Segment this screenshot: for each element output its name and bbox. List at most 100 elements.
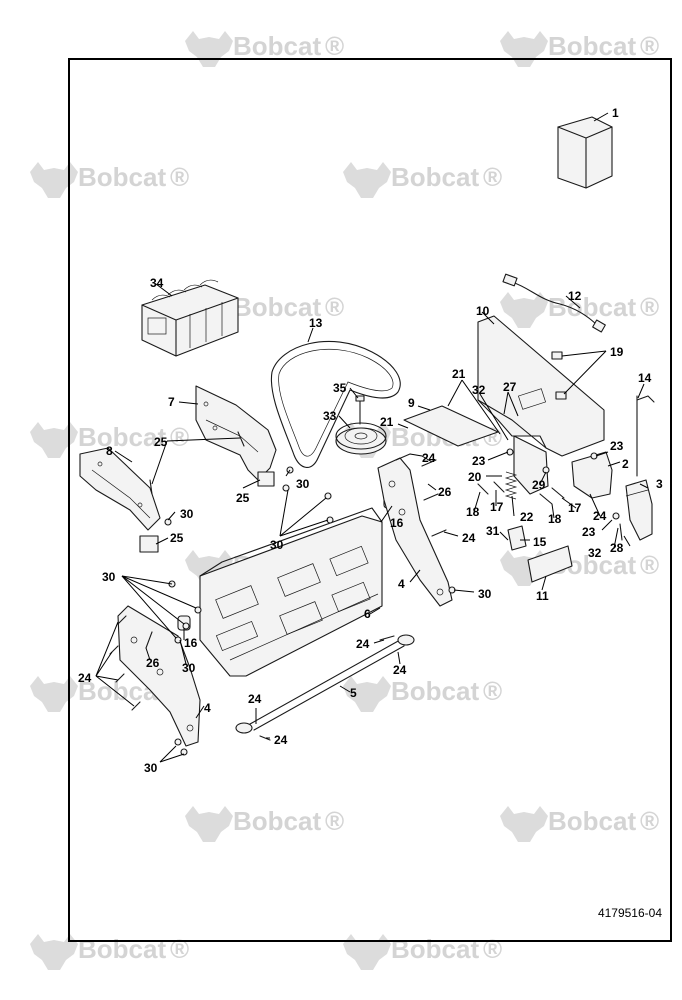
- callout-34: 34: [150, 276, 164, 290]
- callout-23c: 23: [582, 525, 596, 539]
- part-8-bracket: [79, 447, 161, 553]
- callout-2: 2: [622, 457, 629, 471]
- callout-26a: 26: [146, 656, 160, 670]
- callout-3: 3: [656, 477, 663, 491]
- callout-22: 22: [520, 510, 534, 524]
- part-34-weight-block: [141, 279, 239, 357]
- callout-26b: 26: [438, 485, 452, 499]
- part-6-frame-panel: [199, 507, 383, 677]
- part-33-pulley: [335, 422, 387, 455]
- watermark-logo: Bobcat®: [343, 676, 502, 712]
- part-10-housing: [477, 315, 613, 499]
- part-11-guard: [527, 545, 573, 583]
- watermark-logo: Bobcat®: [343, 162, 502, 198]
- callout-7: 7: [168, 395, 175, 409]
- bobcat-head-icon: [500, 292, 548, 328]
- part-4-side-plate-right: [377, 457, 453, 607]
- part-5-axle: [235, 634, 415, 734]
- watermark-text: Bobcat: [548, 806, 636, 836]
- watermark-text: Bobcat: [391, 162, 479, 192]
- callout-24g: 24: [274, 733, 288, 747]
- bobcat-head-icon: [500, 31, 548, 67]
- bobcat-head-icon: [500, 806, 548, 842]
- watermark-registered-mark: ®: [640, 31, 659, 61]
- callout-35: 35: [333, 381, 347, 395]
- watermark-registered-mark: ®: [325, 31, 344, 61]
- callout-17b: 17: [568, 501, 582, 515]
- watermark-registered-mark: ®: [170, 162, 189, 192]
- callout-6: 6: [364, 607, 371, 621]
- bobcat-head-icon: [30, 934, 78, 970]
- callout-11: 11: [536, 589, 549, 603]
- leader-lines: [95, 112, 649, 763]
- watermark-logo: Bobcat®: [30, 934, 189, 970]
- callout-13: 13: [309, 316, 323, 330]
- watermark-logo: Bobcat®: [500, 550, 659, 586]
- watermark-text: Bobcat: [548, 292, 636, 322]
- document-number: 4179516-04: [598, 906, 662, 920]
- part-1-kit-box: [557, 116, 613, 189]
- callout-21b: 21: [380, 415, 394, 429]
- diagram-frame: [68, 58, 672, 942]
- callout-30e: 30: [182, 661, 196, 675]
- part-12-harness: [502, 273, 606, 333]
- watermark-registered-mark: ®: [325, 292, 344, 322]
- callout-25a: 25: [154, 435, 168, 449]
- callout-24f: 24: [248, 692, 262, 706]
- watermark-text: Bobcat: [78, 162, 166, 192]
- watermark-logo: Bobcat®: [30, 162, 189, 198]
- callout-4a: 4: [204, 701, 211, 715]
- callout-24b: 24: [422, 451, 436, 465]
- callout-labels: 1 34 13 35 33 7 25 25 8 30 30 25 30 30 1…: [78, 106, 663, 775]
- watermark-registered-mark: ®: [483, 934, 502, 964]
- callout-30f: 30: [144, 761, 158, 775]
- watermark-registered-mark: ®: [325, 806, 344, 836]
- bobcat-head-icon: [185, 806, 233, 842]
- callout-32b: 32: [588, 546, 602, 560]
- watermark-logo: Bobcat®: [30, 422, 189, 458]
- parts-layer: [79, 116, 655, 756]
- watermark-registered-mark: ®: [640, 806, 659, 836]
- callout-25b: 25: [236, 491, 250, 505]
- callout-30b: 30: [296, 477, 310, 491]
- callout-10: 10: [476, 304, 490, 318]
- callout-4b: 4: [398, 577, 405, 591]
- callout-24c: 24: [462, 531, 476, 545]
- callout-20: 20: [468, 470, 482, 484]
- fasteners: [109, 431, 623, 756]
- watermark-text: Bobcat: [233, 31, 321, 61]
- watermark-registered-mark: ®: [170, 934, 189, 964]
- bobcat-head-icon: [185, 550, 233, 586]
- watermark-registered-mark: ®: [170, 422, 189, 452]
- watermark-registered-mark: ®: [640, 550, 659, 580]
- callout-25c: 25: [170, 531, 184, 545]
- watermark-logo: Bobcat®: [500, 806, 659, 842]
- watermark-logo: Bobcat®: [185, 806, 344, 842]
- part-13-belt: [270, 340, 401, 468]
- watermark-registered-mark: ®: [640, 292, 659, 322]
- watermark-registered-mark: ®: [483, 676, 502, 706]
- bobcat-head-icon: [30, 162, 78, 198]
- callout-24d: 24: [356, 637, 370, 651]
- watermark-logo: Bobcat®: [500, 292, 659, 328]
- callout-24a: 24: [78, 671, 92, 685]
- callout-30g: 30: [478, 587, 492, 601]
- bobcat-head-icon: [30, 422, 78, 458]
- part-22-spring: [504, 471, 518, 500]
- callout-24h: 24: [593, 509, 607, 523]
- callout-33: 33: [323, 409, 337, 423]
- part-3-latch-bracket: [625, 479, 653, 541]
- callout-5: 5: [350, 686, 357, 700]
- part-15-small-bracket: [507, 525, 527, 551]
- callout-18b: 18: [548, 512, 562, 526]
- callout-19: 19: [610, 345, 624, 359]
- bobcat-head-icon: [343, 934, 391, 970]
- callout-31: 31: [486, 524, 500, 538]
- watermark-logo: Bobcat®: [500, 31, 659, 67]
- watermark-logo: Bobcat®: [185, 31, 344, 67]
- callout-24e: 24: [393, 663, 407, 677]
- watermark-text: Bobcat: [78, 934, 166, 964]
- callout-28: 28: [610, 541, 624, 555]
- callout-21a: 21: [452, 367, 466, 381]
